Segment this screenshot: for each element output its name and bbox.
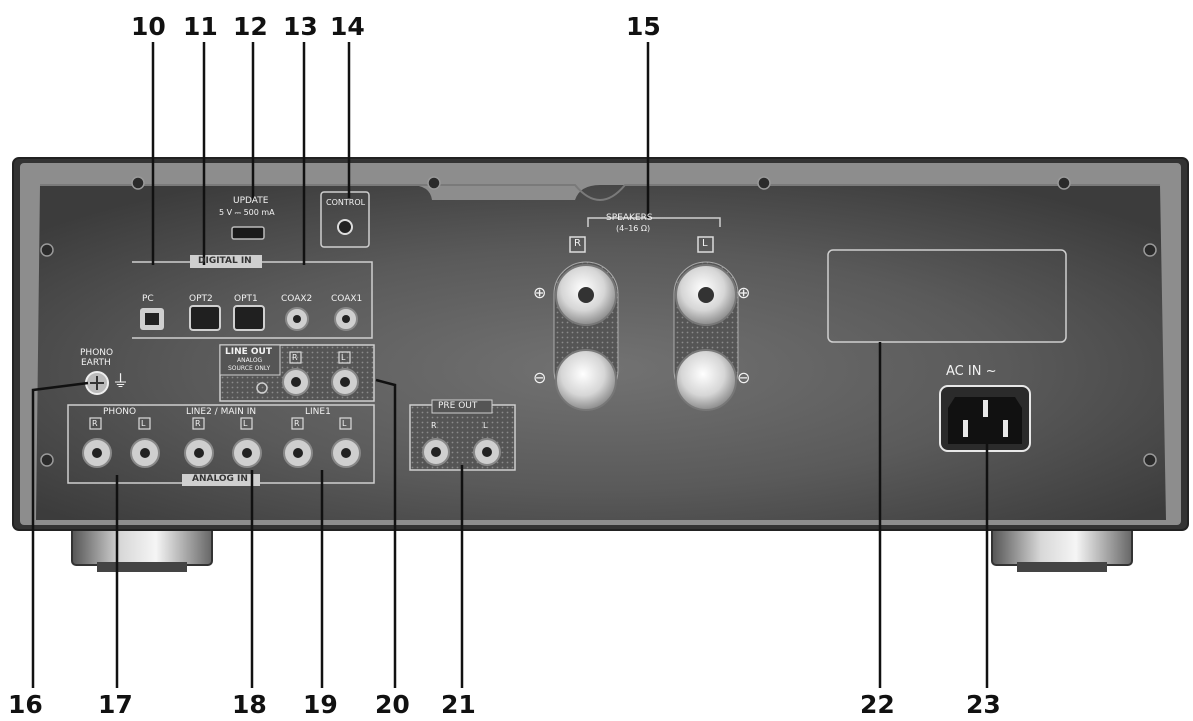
callout-18: 18 [232,690,267,719]
right-foot [991,519,1133,572]
speaker-r-minus-post[interactable] [555,349,617,411]
opt2-port[interactable] [189,305,221,331]
line2-l-label: L [243,419,248,428]
line1-label: LINE1 [305,407,331,417]
line-out-label: LINE OUT [225,347,272,357]
callout-10: 10 [131,12,166,41]
digital-in-panel [132,191,373,339]
speaker-l-plus-icon: ⊕ [737,283,751,302]
speaker-l-minus-post[interactable] [675,349,737,411]
callout-22: 22 [860,690,895,719]
analog-in-panel [67,351,493,486]
opt2-label: OPT2 [189,294,213,304]
callout-21: 21 [441,690,476,719]
speaker-l-label: L [702,238,708,249]
speaker-r-plus-icon: ⊕ [533,283,547,302]
callout-11: 11 [183,12,218,41]
phono-earth-label-1: PHONO [80,348,114,358]
callout-13: 13 [283,12,318,41]
line2-main-in-label: LINE2 / MAIN IN [186,407,257,417]
speaker-l-minus-icon: ⊖ [737,368,751,387]
phono-label: PHONO [103,407,137,417]
opt1-label: OPT1 [234,294,258,304]
line1-r-label: R [294,419,300,428]
speaker-terminals [553,217,739,411]
pre-out-label: PRE OUT [438,401,478,411]
line-out-r-label: R [292,353,298,362]
phono-l-label: L [141,419,146,428]
coax2-label: COAX2 [281,294,313,304]
speakers-ohm-label: (4–16 Ω) [616,224,651,233]
line2-r-label: R [195,419,201,428]
analog-source-label-1: ANALOG [237,357,263,364]
pre-out-l-label: L [483,421,488,430]
analog-in-label: ANALOG IN [192,474,248,484]
speaker-r-label: R [574,238,581,249]
pc-label: PC [142,294,154,304]
control-label: CONTROL [326,198,366,207]
callout-20: 20 [375,690,410,719]
update-spec-label: 5 V ⎓ 500 mA [219,208,275,217]
line1-l-label: L [342,419,347,428]
callout-17: 17 [98,690,133,719]
phono-earth-terminal[interactable] [85,371,109,395]
screws [40,176,1157,467]
pre-out-panel [409,399,516,471]
callout-19: 19 [303,690,338,719]
digital-in-label: DIGITAL IN [198,256,252,266]
rating-label-area [827,249,1067,343]
ac-in-label: AC IN ~ [946,364,997,379]
analog-source-label-2: SOURCE ONLY [228,365,271,372]
speaker-r-plus-post[interactable] [555,264,617,326]
callout-14: 14 [330,12,365,41]
speaker-l-plus-post[interactable] [675,264,737,326]
phono-r-label: R [92,419,98,428]
callout-lines [31,42,989,688]
ac-inlet[interactable] [939,385,1031,452]
usb-update-port[interactable] [231,226,265,240]
callout-12: 12 [233,12,268,41]
line-out-l-label: L [341,353,346,362]
phono-earth-label-2: EARTH [81,358,111,368]
speaker-r-minus-icon: ⊖ [533,368,547,387]
callout-16: 16 [8,690,43,719]
pre-out-r-label: R [431,421,437,430]
callout-15: 15 [626,12,661,41]
update-label: UPDATE [233,196,269,206]
callout-23: 23 [966,690,1001,719]
speakers-label: SPEAKERS [606,213,653,223]
control-jack[interactable] [337,219,353,235]
line-out-panel [219,344,375,402]
earth-icon: ⏚ [112,372,129,392]
opt1-port[interactable] [233,305,265,331]
coax1-label: COAX1 [331,294,363,304]
